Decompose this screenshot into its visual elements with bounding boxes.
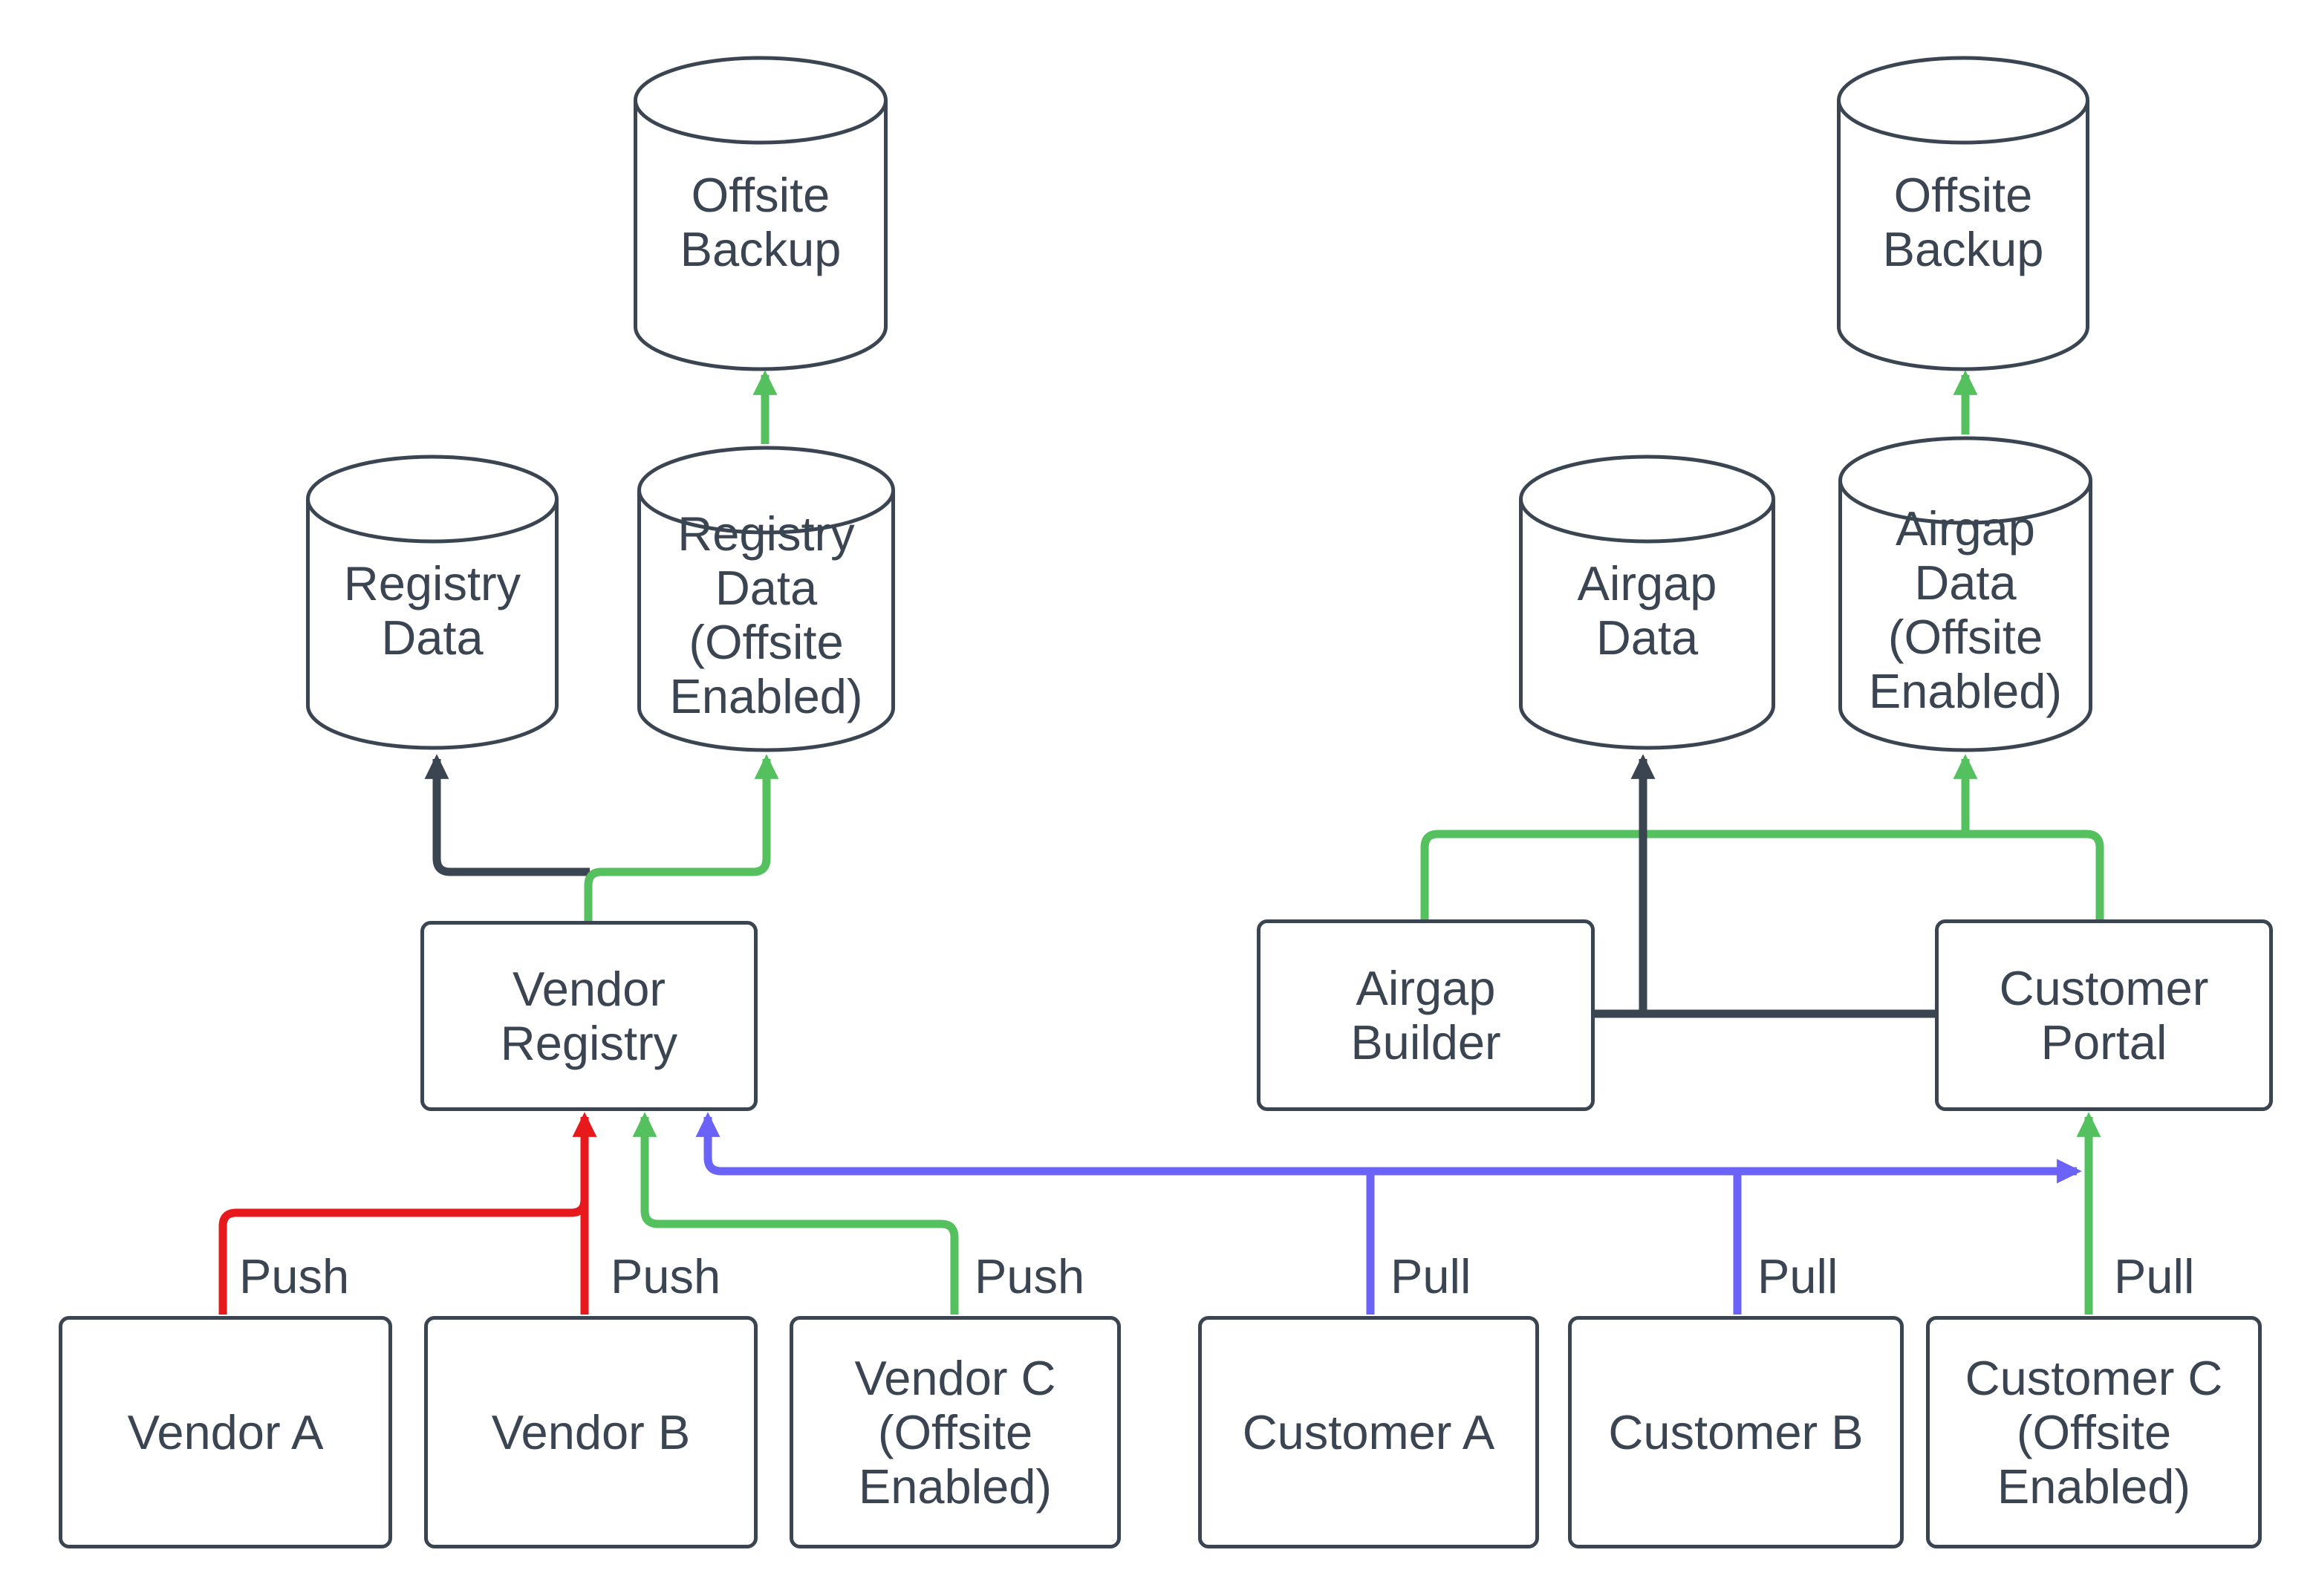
node-offsite-backup-left: Offsite Backup (634, 56, 888, 373)
node-customer-b: Customer B (1568, 1316, 1904, 1548)
node-label: (Offsite (2016, 1405, 2172, 1459)
node-label: Registry (343, 556, 521, 610)
node-registry-data: Registry Data (306, 455, 559, 752)
node-registry-data-offsite: Registry Data (Offsite Enabled) (637, 446, 895, 754)
node-label: (Offsite (1887, 610, 2043, 664)
cylinder-icon (306, 455, 559, 750)
node-label: Enabled) (1868, 664, 2063, 718)
node-label: Customer A (1242, 1405, 1495, 1459)
node-airgap-builder: Airgap Builder (1257, 919, 1595, 1111)
node-label: Builder (1350, 1015, 1501, 1069)
node-label: Vendor C (854, 1351, 1056, 1405)
node-vendor-c: Vendor C (Offsite Enabled) (790, 1316, 1121, 1548)
node-label: Enabled) (858, 1459, 1053, 1514)
node-label: Data (1595, 610, 1699, 665)
edge-label-pull-customer-c: Pull (2114, 1249, 2195, 1303)
edge-label-push-vendor-c: Push (975, 1249, 1085, 1303)
node-vendor-b: Vendor B (424, 1316, 758, 1548)
node-airgap-data: Airgap Data (1519, 455, 1775, 752)
node-label: Enabled) (1997, 1459, 2191, 1514)
node-label: Offsite (691, 167, 830, 222)
node-label: Vendor B (491, 1405, 691, 1459)
cylinder-icon (1837, 56, 2089, 371)
edge-label-pull-customer-a: Pull (1390, 1249, 1471, 1303)
node-label: Registry (677, 506, 855, 561)
node-label: Airgap (1577, 556, 1717, 610)
node-customer-a: Customer A (1198, 1316, 1539, 1548)
node-label: Offsite (1893, 167, 2033, 222)
node-label: Airgap (1896, 501, 2035, 556)
node-label: Enabled) (669, 668, 863, 723)
edge-label-pull-customer-b: Pull (1757, 1249, 1838, 1303)
edge-pull-bus-to-vendor-registry (695, 1112, 2077, 1176)
edge-green-span-builder-portal (1420, 830, 2104, 919)
node-airgap-data-offsite: Airgap Data (Offsite Enabled) (1838, 436, 2092, 754)
node-label: Data (1914, 556, 2017, 610)
node-label: Data (381, 610, 484, 665)
cylinder-icon (1519, 455, 1775, 750)
node-label: Vendor (512, 962, 666, 1016)
edge-label-push-vendor-b: Push (611, 1249, 721, 1303)
node-vendor-a: Vendor A (59, 1316, 392, 1548)
node-offsite-backup-right: Offsite Backup (1837, 56, 2089, 373)
cylinder-icon (634, 56, 888, 371)
node-label: Backup (680, 221, 842, 276)
edge-vendor-registry-to-registry-data-offsite (584, 754, 779, 921)
node-label: Registry (500, 1016, 678, 1070)
node-customer-portal: Customer Portal (1935, 919, 2273, 1111)
edge-vendor-registry-to-registry-data (424, 754, 590, 876)
node-label: (Offsite (689, 614, 844, 669)
node-label: Data (715, 560, 818, 615)
cylinder-icon (637, 446, 895, 752)
node-label: (Offsite (877, 1405, 1033, 1459)
node-label: Airgap (1356, 961, 1496, 1015)
node-label: Portal (2040, 1015, 2167, 1069)
node-label: Backup (1882, 221, 2044, 276)
edge-label-push-vendor-a: Push (239, 1249, 350, 1303)
node-customer-c: Customer C (Offsite Enabled) (1926, 1316, 2262, 1548)
node-label: Customer (1999, 961, 2209, 1015)
node-vendor-registry: Vendor Registry (420, 921, 758, 1111)
node-label: Customer B (1608, 1405, 1864, 1459)
node-label: Customer C (1965, 1351, 2223, 1405)
node-label: Vendor A (127, 1405, 324, 1459)
cylinder-icon (1838, 436, 2092, 752)
edge-vendor-c-push (632, 1112, 959, 1315)
